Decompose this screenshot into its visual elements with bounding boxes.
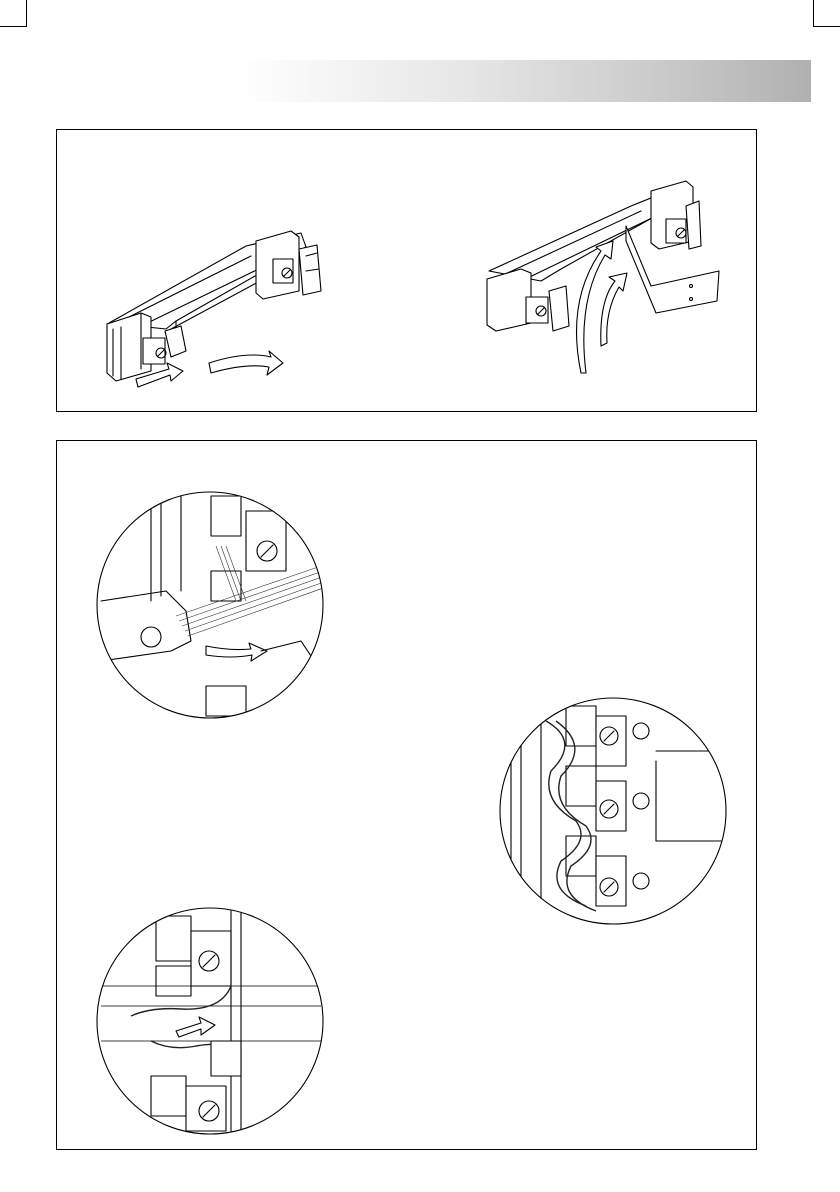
terminal-wiring-detail	[500, 698, 726, 924]
cable-entry-detail	[97, 491, 329, 718]
wiring-panel	[56, 440, 757, 1150]
assembly-tilt-illustration	[57, 130, 758, 413]
crop-mark-top-left	[0, 0, 27, 27]
crop-mark-top-right	[813, 0, 840, 27]
header-gradient-bar	[238, 60, 811, 102]
wiring-details	[57, 441, 758, 1151]
mounting-panel	[56, 129, 757, 412]
cable-routing-detail	[97, 908, 323, 1134]
